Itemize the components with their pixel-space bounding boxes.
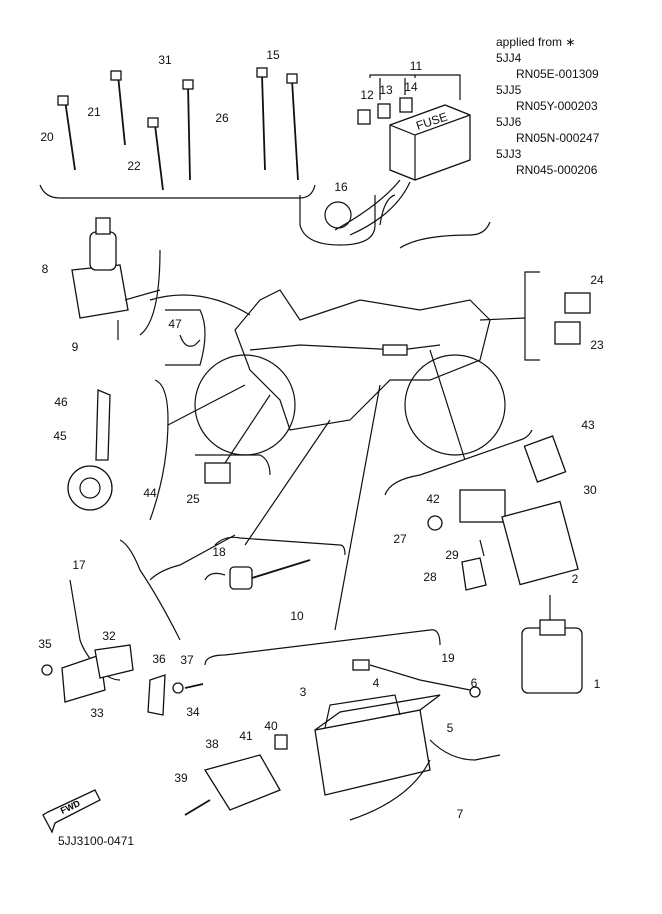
callout-23: 23 (590, 338, 604, 352)
callout-26: 26 (215, 111, 229, 125)
callout-33: 33 (90, 706, 104, 720)
callout-12: 12 (360, 88, 374, 102)
callout-9: 9 (72, 340, 79, 354)
callout-41: 41 (239, 729, 253, 743)
callout-43: 43 (581, 418, 595, 432)
callout-47: 47 (168, 317, 182, 331)
callout-7: 7 (457, 807, 464, 821)
callout-3: 3 (300, 685, 307, 699)
applicability-serial: RN05N-000247 (516, 131, 600, 145)
callout-19: 19 (441, 651, 455, 665)
applicability-note: applied from ∗ 5JJ4 RN05E-001309 5JJ5 RN… (496, 34, 656, 178)
callout-25: 25 (186, 492, 200, 506)
callout-11: 11 (410, 59, 423, 73)
callout-21: 21 (87, 105, 101, 119)
fuse-box: FUSE (334, 97, 471, 236)
applicability-model: 5JJ5 (496, 83, 522, 97)
applicability-serial: RN05E-001309 (516, 67, 599, 81)
callout-5: 5 (447, 721, 454, 735)
applicability-serial: RN045-000206 (516, 163, 598, 177)
callout-16: 16 (334, 180, 348, 194)
callout-24: 24 (590, 273, 604, 287)
callout-2: 2 (572, 572, 579, 586)
motorcycle-outline (194, 289, 506, 456)
callout-18: 18 (212, 545, 226, 559)
callout-6: 6 (471, 676, 478, 690)
applicability-heading: applied from ∗ (496, 35, 576, 49)
applicability-model: 5JJ6 (496, 115, 522, 129)
callout-1: 1 (594, 677, 601, 691)
applicability-model: 5JJ3 (496, 147, 522, 161)
callout-10: 10 (290, 609, 304, 623)
callout-31: 31 (158, 53, 172, 67)
callout-17: 17 (72, 558, 86, 572)
callout-42: 42 (426, 492, 440, 506)
callout-29: 29 (445, 548, 459, 562)
callout-44: 44 (143, 486, 157, 500)
callout-40: 40 (264, 719, 278, 733)
callout-46: 46 (54, 395, 68, 409)
callout-13: 13 (379, 83, 393, 97)
callout-28: 28 (423, 570, 437, 584)
callout-37: 37 (180, 653, 194, 667)
applicability-model: 5JJ4 (496, 51, 522, 65)
diagram-code: 5JJ3100-0471 (58, 834, 135, 848)
cable-ties (57, 67, 299, 191)
callout-45: 45 (53, 429, 67, 443)
applicability-serial: RN05Y-000203 (516, 99, 598, 113)
callout-22: 22 (127, 159, 141, 173)
callout-14: 14 (404, 80, 418, 94)
callout-38: 38 (205, 737, 219, 751)
callout-20: 20 (40, 130, 54, 144)
callout-32: 32 (102, 629, 116, 643)
callout-36: 36 (152, 652, 166, 666)
callout-4: 4 (373, 676, 380, 690)
callout-39: 39 (174, 771, 188, 785)
callout-8: 8 (42, 262, 49, 276)
callout-34: 34 (186, 705, 200, 719)
callout-15: 15 (266, 48, 280, 62)
callout-30: 30 (583, 483, 597, 497)
callout-27: 27 (393, 532, 407, 546)
main-switch (71, 217, 161, 340)
fwd-arrow-icon (42, 789, 101, 834)
callout-35: 35 (38, 637, 52, 651)
